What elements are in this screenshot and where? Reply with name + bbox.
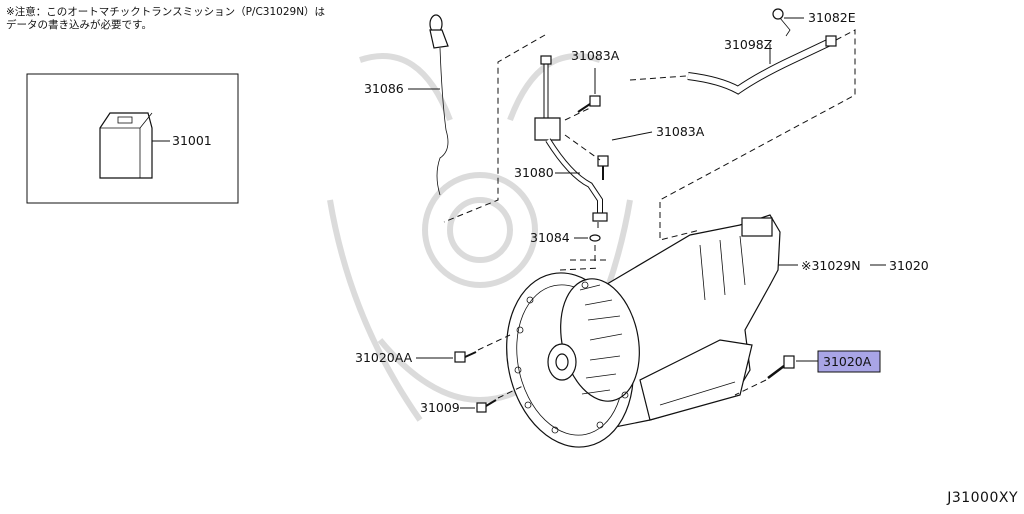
- bolt-31009[interactable]: [476, 399, 497, 413]
- bolt-31083a-mid[interactable]: [597, 155, 609, 180]
- dipstick-31086[interactable]: [429, 14, 449, 196]
- label-31020aa[interactable]: 31020AA: [355, 350, 413, 365]
- dashed-31020aa: [477, 334, 511, 351]
- transmission-assembly-31020[interactable]: [491, 214, 781, 459]
- fluid-can-icon[interactable]: [99, 112, 153, 179]
- label-31083a-top[interactable]: 31083A: [571, 48, 620, 63]
- caution-note-line-1: ※注意：このオートマチックトランスミッション（P/C31029N）は: [6, 6, 326, 18]
- label-31080[interactable]: 31080: [514, 165, 554, 180]
- label-31020a[interactable]: 31020A: [823, 354, 872, 369]
- dashed-guide-hose: [659, 29, 856, 241]
- o-ring-31084[interactable]: [589, 234, 601, 242]
- caution-note: ※注意：このオートマチックトランスミッション（P/C31029N）は データの書…: [6, 6, 325, 32]
- dashed-31009: [497, 384, 526, 399]
- label-31098z[interactable]: 31098Z: [724, 37, 772, 52]
- inset-frame: [26, 73, 239, 204]
- label-31082e[interactable]: 31082E: [808, 10, 856, 25]
- label-31001[interactable]: 31001: [172, 133, 212, 148]
- breather-hose-31098z[interactable]: [687, 35, 837, 95]
- dashed-31084: [594, 222, 599, 265]
- dashed-filler-to-body: [559, 259, 610, 271]
- diagram-code: J31000XY: [947, 490, 1018, 506]
- bolt-31020aa[interactable]: [454, 351, 477, 363]
- bolt-31020a[interactable]: [767, 355, 795, 379]
- label-31086[interactable]: 31086: [364, 81, 404, 96]
- label-31084[interactable]: 31084: [530, 230, 570, 245]
- filler-tube-31080[interactable]: [534, 55, 608, 222]
- leader-31083a-mid: [611, 131, 653, 141]
- dashed-31020a: [734, 379, 767, 396]
- caution-note-line-2: データの書き込みが必要です。: [6, 19, 152, 31]
- label-31020[interactable]: 31020: [889, 258, 929, 273]
- highlight-box-31020a: [817, 350, 881, 373]
- dashed-31098z: [629, 75, 687, 81]
- label-31083a-mid[interactable]: 31083A: [656, 124, 705, 139]
- clamp-31082e[interactable]: [772, 8, 791, 37]
- label-31009[interactable]: 31009: [420, 400, 460, 415]
- bolt-31083a-top[interactable]: [577, 95, 601, 113]
- inset-31001: 31001: [26, 73, 239, 204]
- dashed-31083a-mid: [564, 134, 601, 161]
- label-31029n[interactable]: ※31029N: [801, 258, 861, 273]
- dashed-guide-filler: [443, 34, 546, 223]
- dashed-31083a-top: [564, 107, 591, 121]
